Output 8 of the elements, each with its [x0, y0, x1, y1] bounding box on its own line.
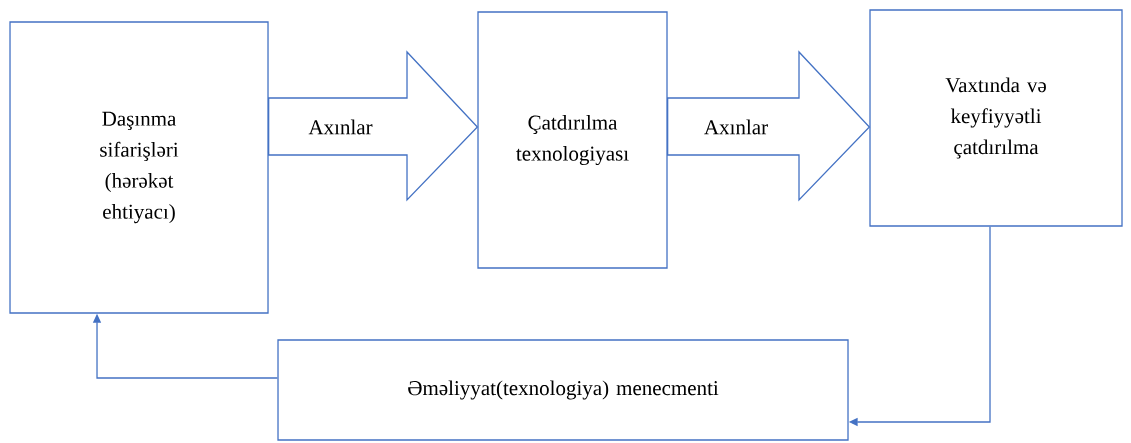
block-arrow: [268, 50, 479, 202]
edge-label: Axınlar: [308, 119, 373, 135]
process-box: Vaxtında və keyfiyyətli çatdırılma: [869, 9, 1123, 227]
edge-label: Axınlar: [704, 119, 768, 135]
process-box: Əməliyyat(texnologiya) menecmenti: [277, 339, 849, 441]
process-box: Çatdırılma texnologiyası: [477, 11, 668, 269]
block-arrow: [667, 50, 871, 202]
process-box: Daşınma sifarişləri (hərəkət ehtiyacı): [9, 21, 269, 314]
